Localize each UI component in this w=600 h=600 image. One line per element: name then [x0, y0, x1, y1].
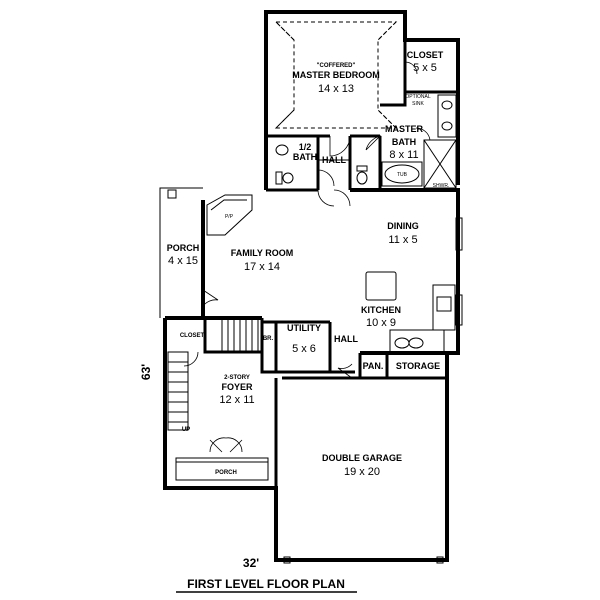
hall-upper-label: HALL	[322, 155, 346, 165]
master-bath-dim: 8 x 11	[389, 149, 418, 161]
kitchen-dim: 10 x 9	[366, 317, 396, 329]
plan-title: FIRST LEVEL FLOOR PLAN	[187, 577, 345, 591]
shower-label: SHWR.	[433, 183, 450, 189]
tub-label: TUB	[397, 172, 408, 178]
garage-dim: 19 x 20	[344, 466, 380, 478]
exterior-walls	[163, 10, 460, 562]
porch-side-dim: 4 x 15	[168, 255, 198, 267]
foyer-dim: 12 x 11	[219, 394, 254, 406]
master-bath-line2: BATH	[392, 137, 416, 147]
garage-label: DOUBLE GARAGE	[322, 453, 402, 463]
closet-foyer-label: CLOSET	[180, 333, 205, 339]
interior-walls	[167, 21, 463, 564]
master-bedroom-dim: 14 x 13	[318, 83, 354, 95]
dining-dim: 11 x 5	[388, 234, 417, 246]
half-bath-line1: 1/2	[299, 142, 312, 152]
pantry-label: P/P	[225, 214, 234, 220]
family-room-label: FAMILY ROOM	[231, 248, 294, 258]
optional-sink-line1: OPTIONAL	[405, 94, 431, 100]
dining-label: DINING	[387, 221, 419, 231]
utility-label: UTILITY	[287, 323, 321, 333]
depth-dimension: 63'	[139, 364, 153, 380]
pan-label: PAN.	[363, 361, 384, 371]
stair-up-label: UP	[182, 427, 190, 433]
master-bedroom-note: "COFFERED"	[317, 63, 356, 69]
storage-label: STORAGE	[396, 361, 440, 371]
hall-lower-label: HALL	[334, 334, 358, 344]
closet-master-label: CLOSET	[407, 50, 444, 60]
side-porch-outline	[159, 187, 203, 318]
width-dimension: 32'	[243, 556, 259, 570]
foyer-label: FOYER	[221, 382, 253, 392]
kitchen-label: KITCHEN	[361, 305, 401, 315]
master-bedroom-label: MASTER BEDROOM	[292, 70, 380, 80]
half-bath-line2: BATH	[293, 152, 317, 162]
master-bath-line1: MASTER	[385, 124, 424, 134]
closet-master-dim: 5 x 5	[413, 62, 437, 74]
porch-front-label: PORCH	[215, 470, 237, 476]
family-room-dim: 17 x 14	[244, 261, 280, 273]
foyer-note: 2-STORY	[224, 375, 250, 381]
porch-side-label: PORCH	[167, 243, 200, 253]
br-label: BR.	[263, 336, 274, 342]
door-swings	[183, 61, 431, 453]
optional-sink-line2: SINK	[412, 101, 424, 107]
utility-dim: 5 x 6	[292, 343, 316, 355]
